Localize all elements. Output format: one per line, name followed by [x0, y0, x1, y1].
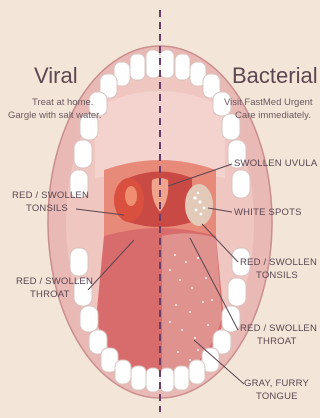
label-left-tonsils-line2: TONSILS: [26, 203, 68, 215]
bacterial-advice-line1: Visit FastMed Urgent: [224, 96, 313, 109]
label-left-throat-line2: THROAT: [30, 289, 70, 301]
label-left-throat-line1: RED / SWOLLEN: [16, 276, 93, 288]
bacterial-heading: Bacterial: [232, 64, 318, 88]
viral-heading: Viral: [34, 64, 78, 88]
viral-advice-line1: Treat at home.: [32, 96, 93, 109]
label-left-tonsils-line1: RED / SWOLLEN: [12, 190, 89, 202]
label-right-tonsils-line2: TONSILS: [256, 270, 298, 282]
left-tonsil-highlight: [125, 186, 137, 206]
label-right-throat-line2: THROAT: [257, 336, 297, 348]
viral-advice-line2: Gargle with salt water.: [8, 109, 101, 122]
bacterial-advice-line2: Care immediately.: [235, 109, 311, 122]
label-white-spots: WHITE SPOTS: [234, 207, 302, 219]
label-tongue-line2: TONGUE: [256, 391, 298, 403]
label-right-throat-line1: RED / SWOLLEN: [240, 323, 317, 335]
right-tonsil: [185, 184, 213, 226]
label-tongue-line1: GRAY, FURRY: [244, 378, 309, 390]
label-uvula: SWOLLEN UVULA: [234, 158, 317, 170]
label-right-tonsils-line1: RED / SWOLLEN: [240, 257, 317, 269]
